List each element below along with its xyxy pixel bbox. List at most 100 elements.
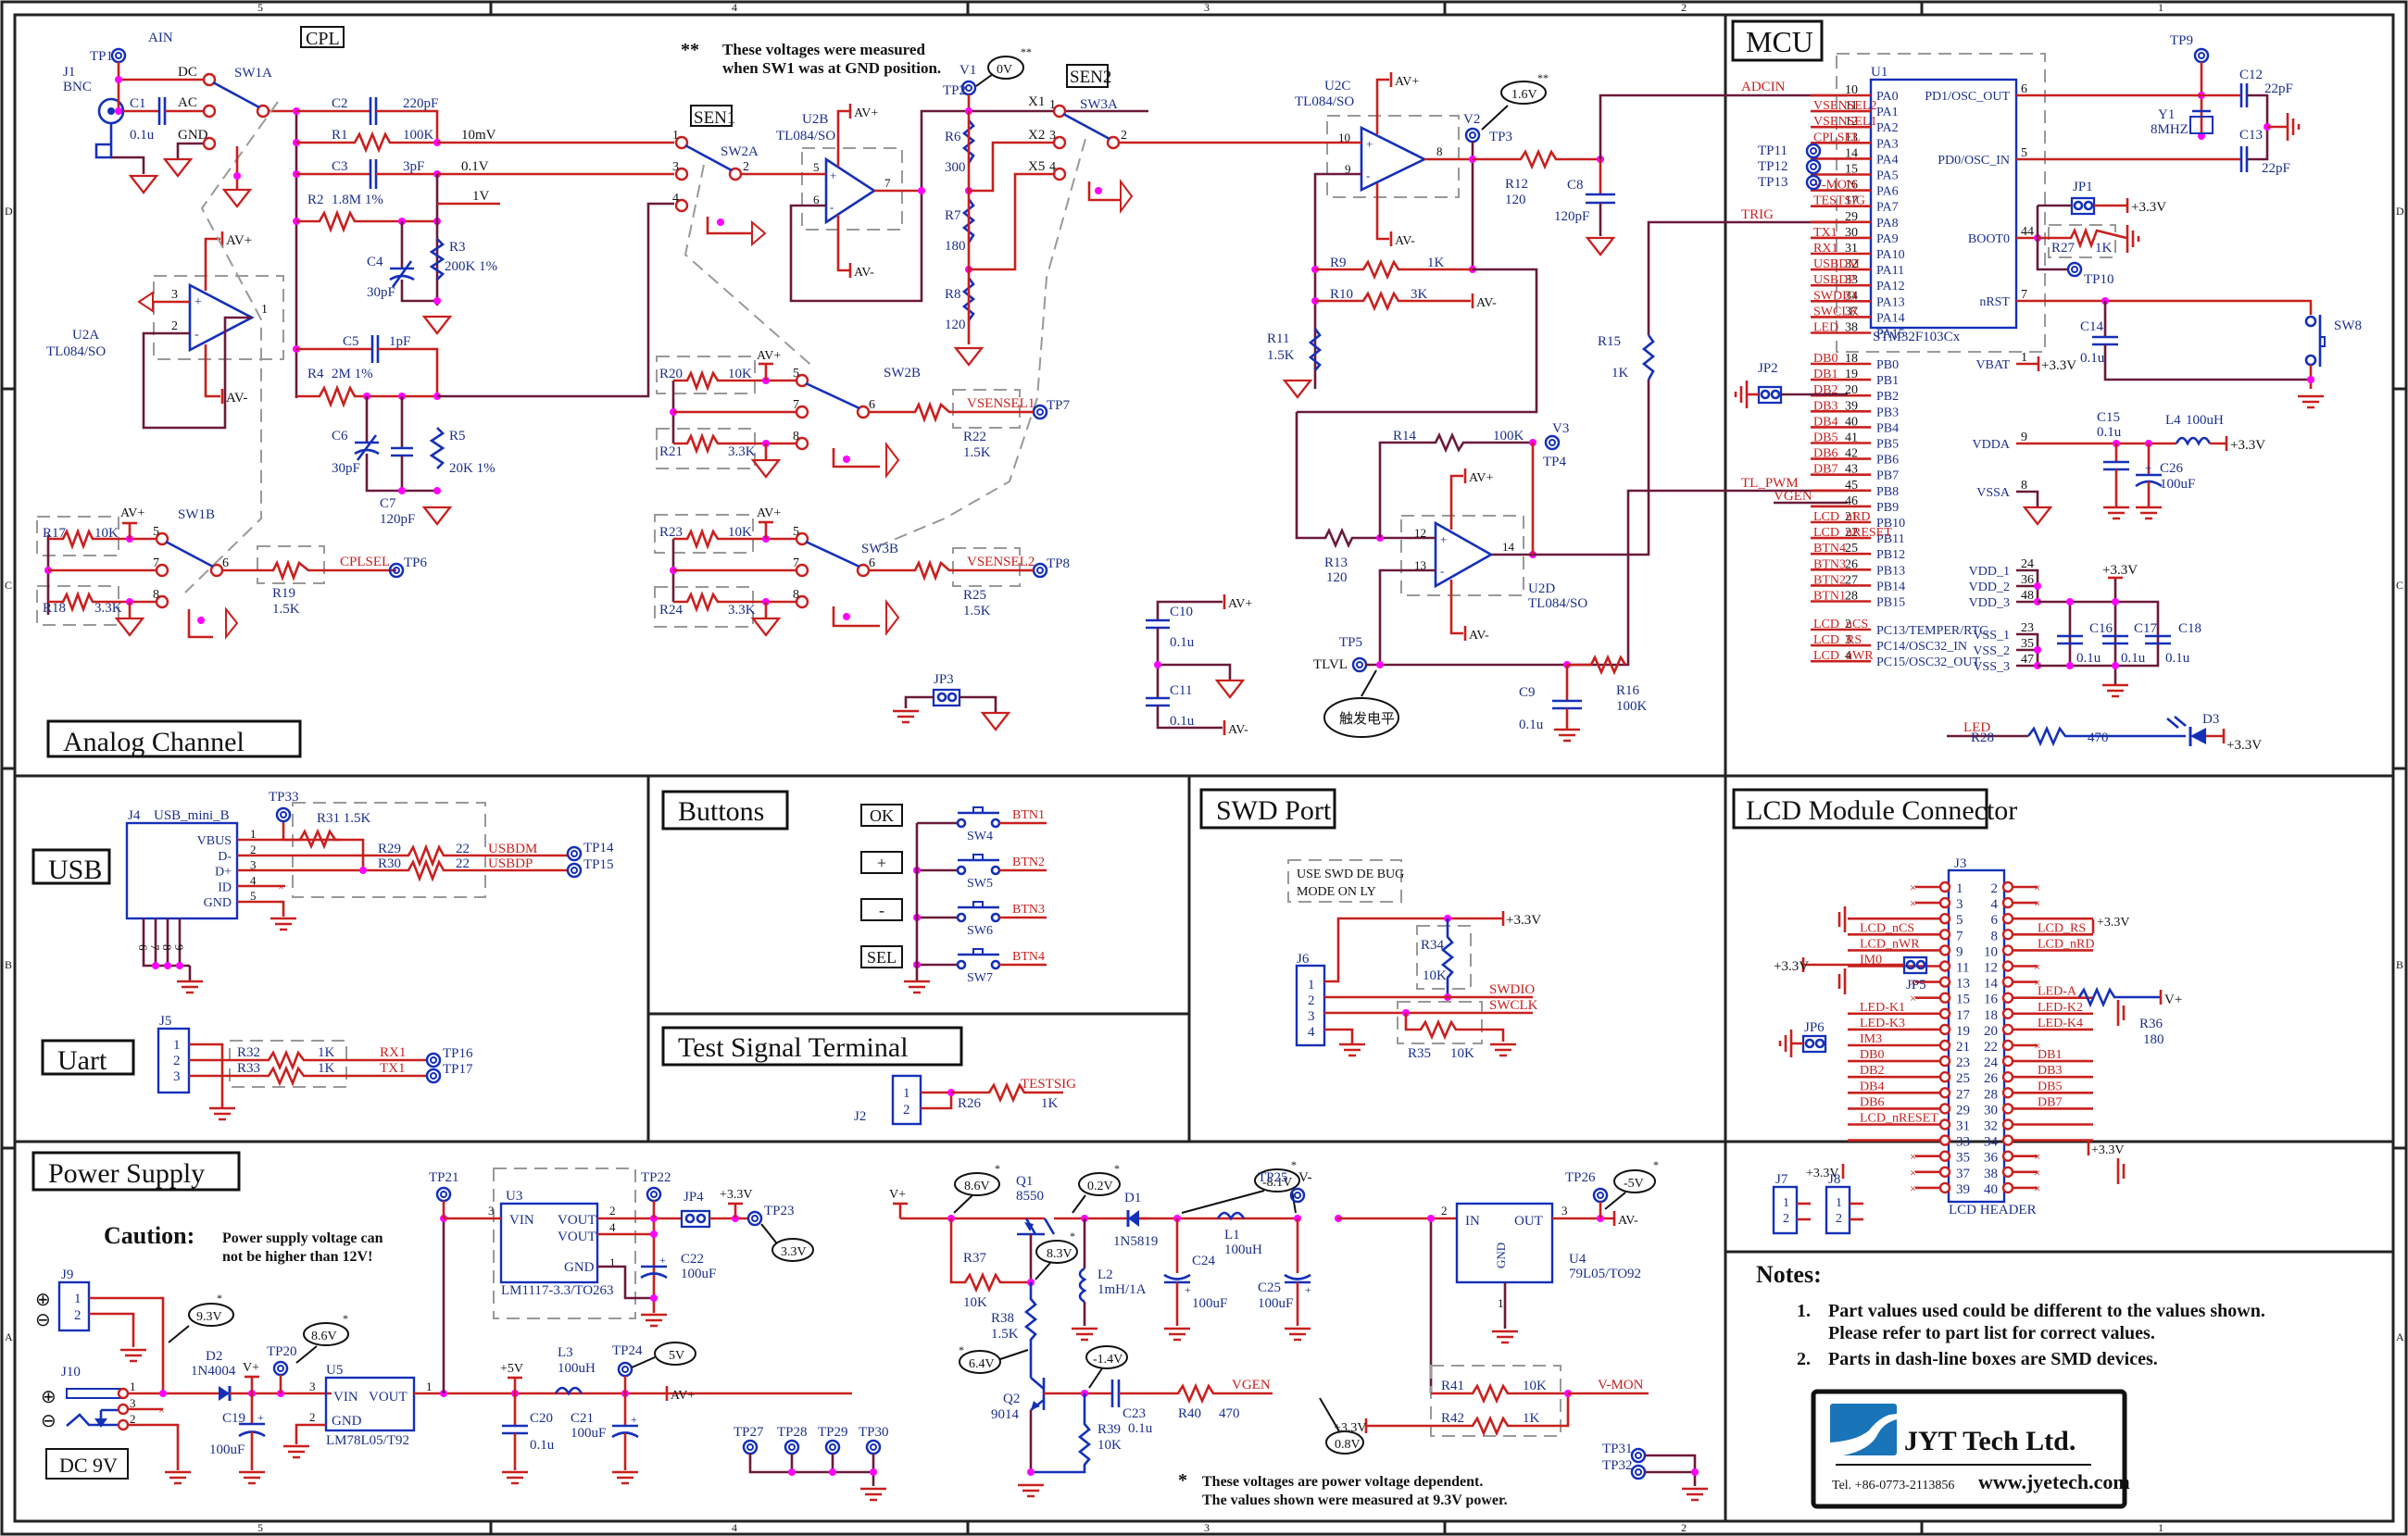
svg-text:0V: 0V (997, 63, 1012, 77)
test-point-tp6[interactable]: TP6 (388, 556, 428, 579)
jumper-jp4[interactable]: JP4 (680, 1190, 711, 1229)
test-point-tp27[interactable]: TP27 (734, 1425, 764, 1455)
test-point-tp23[interactable]: TP23 (746, 1204, 795, 1227)
power-header-j9[interactable]: J9 12 ⊕⊖ (35, 1268, 91, 1332)
test-point-tp30[interactable]: TP30 (859, 1425, 889, 1455)
test-point-tp28[interactable]: TP28 (777, 1425, 808, 1455)
svg-text:5: 5 (813, 160, 820, 174)
jumper-jp1[interactable]: JP1 (2070, 180, 2096, 216)
svg-text:**: ** (681, 40, 699, 60)
svg-text:220pF: 220pF (403, 96, 438, 111)
svg-text:PA13: PA13 (1876, 295, 1905, 309)
net-label: LED-K1 (1860, 1001, 1905, 1015)
svg-text:SEN1: SEN1 (694, 108, 735, 128)
test-point-tp15[interactable]: TP15 (566, 857, 614, 879)
test-point-tp14[interactable]: TP14 (566, 841, 614, 862)
dc-jack-j10[interactable]: J10 ⊕⊖ 132 (41, 1365, 136, 1431)
jumper-jp3[interactable]: JP3 (891, 672, 1010, 731)
test-point-tp33[interactable]: TP33 (269, 790, 299, 823)
svg-text:1.5K: 1.5K (991, 1327, 1019, 1342)
svg-text:C12: C12 (2239, 68, 2263, 82)
section-title-uart: Uart (41, 1039, 135, 1076)
svg-text:100uF: 100uF (2160, 477, 2195, 492)
svg-text:Power supply voltage can: Power supply voltage can (222, 1230, 383, 1246)
test-point-tp20[interactable]: TP20 (267, 1344, 297, 1377)
svg-text:C7: C7 (380, 496, 396, 511)
net-label: BTN4 (1813, 542, 1846, 556)
jumper-jp2[interactable]: JP2 (1757, 361, 1783, 405)
svg-text:42: 42 (1845, 447, 1858, 461)
svg-text:C4: C4 (367, 255, 383, 269)
test-point-tp21[interactable]: TP21 (429, 1170, 459, 1203)
jumper-jp5[interactable]: JP5 (1902, 955, 1928, 993)
uart-header-j5[interactable]: J5 123 (157, 1014, 191, 1094)
svg-text:+3.3V: +3.3V (2226, 738, 2262, 753)
test-point-tp7[interactable]: TP7 (1032, 398, 1071, 420)
svg-text:*: * (959, 1343, 964, 1356)
test-point-tp8[interactable]: TP8 (1032, 556, 1070, 579)
svg-text:470: 470 (1219, 1406, 1240, 1421)
test-point-tp13[interactable]: TP13 (1758, 174, 1822, 191)
test-point-tp31[interactable]: TP31 (1602, 1442, 1647, 1464)
svg-text:+3.3V: +3.3V (1506, 913, 1541, 928)
test-point-tp12[interactable]: TP12 (1758, 158, 1822, 175)
test-point-tp22[interactable]: TP22 (641, 1170, 671, 1203)
svg-text:1K: 1K (1612, 366, 1629, 381)
test-point-tp10[interactable]: TP10 (2066, 261, 2114, 287)
svg-text:-8.1V: -8.1V (1262, 1176, 1292, 1190)
svg-text:4: 4 (672, 192, 679, 206)
svg-text:AV+: AV+ (671, 1389, 695, 1403)
svg-text:10K: 10K (94, 526, 119, 541)
net-label-tx1: TX1 (380, 1061, 406, 1076)
test-signal-header-j2[interactable]: 12 J2 (854, 1074, 922, 1126)
svg-text:PD1/OSC_OUT: PD1/OSC_OUT (1925, 90, 2010, 104)
svg-text:100K: 100K (403, 128, 434, 143)
svg-text:R4: R4 (307, 367, 324, 381)
test-point-tp26[interactable]: TP26 (1565, 1170, 1609, 1204)
trigger-level-callout: 触发电平 (1323, 669, 1399, 738)
test-point-tp32[interactable]: TP32 (1602, 1458, 1647, 1480)
lcd-pin-number: 17 (1956, 1008, 1971, 1023)
svg-text:J3: J3 (1954, 856, 1966, 871)
svg-text:6: 6 (813, 193, 820, 206)
test-point-tp11[interactable]: TP11 (1758, 143, 1822, 159)
svg-text:470: 470 (2088, 731, 2109, 745)
svg-text:0.1u: 0.1u (1128, 1421, 1153, 1436)
test-point-tp29[interactable]: TP29 (818, 1425, 848, 1455)
svg-text:3: 3 (488, 1204, 495, 1218)
svg-text:100uF: 100uF (1258, 1296, 1293, 1311)
svg-text:3: 3 (1308, 1009, 1315, 1024)
reset-switch-sw8[interactable]: SW8 (2304, 315, 2362, 367)
test-point-tp17[interactable]: TP17 (425, 1062, 473, 1084)
svg-text:0.1V: 0.1V (461, 159, 489, 174)
svg-text:TP17: TP17 (443, 1062, 473, 1077)
svg-text:8: 8 (2021, 479, 2027, 493)
svg-text:SW2A: SW2A (721, 144, 759, 159)
test-point-tp9[interactable]: TP9 (2170, 33, 2210, 64)
net-label-vgen: VGEN (1774, 489, 1812, 504)
test-point-tp24[interactable]: TP24 (612, 1343, 643, 1378)
svg-text:C19: C19 (222, 1411, 245, 1426)
test-point-tp16[interactable]: TP16 (425, 1046, 473, 1068)
test-point-tp1[interactable]: AIN TP1 (90, 31, 173, 64)
svg-text:PA12: PA12 (1876, 280, 1905, 293)
jumper-jp6[interactable]: JP6 (1801, 1020, 1827, 1054)
